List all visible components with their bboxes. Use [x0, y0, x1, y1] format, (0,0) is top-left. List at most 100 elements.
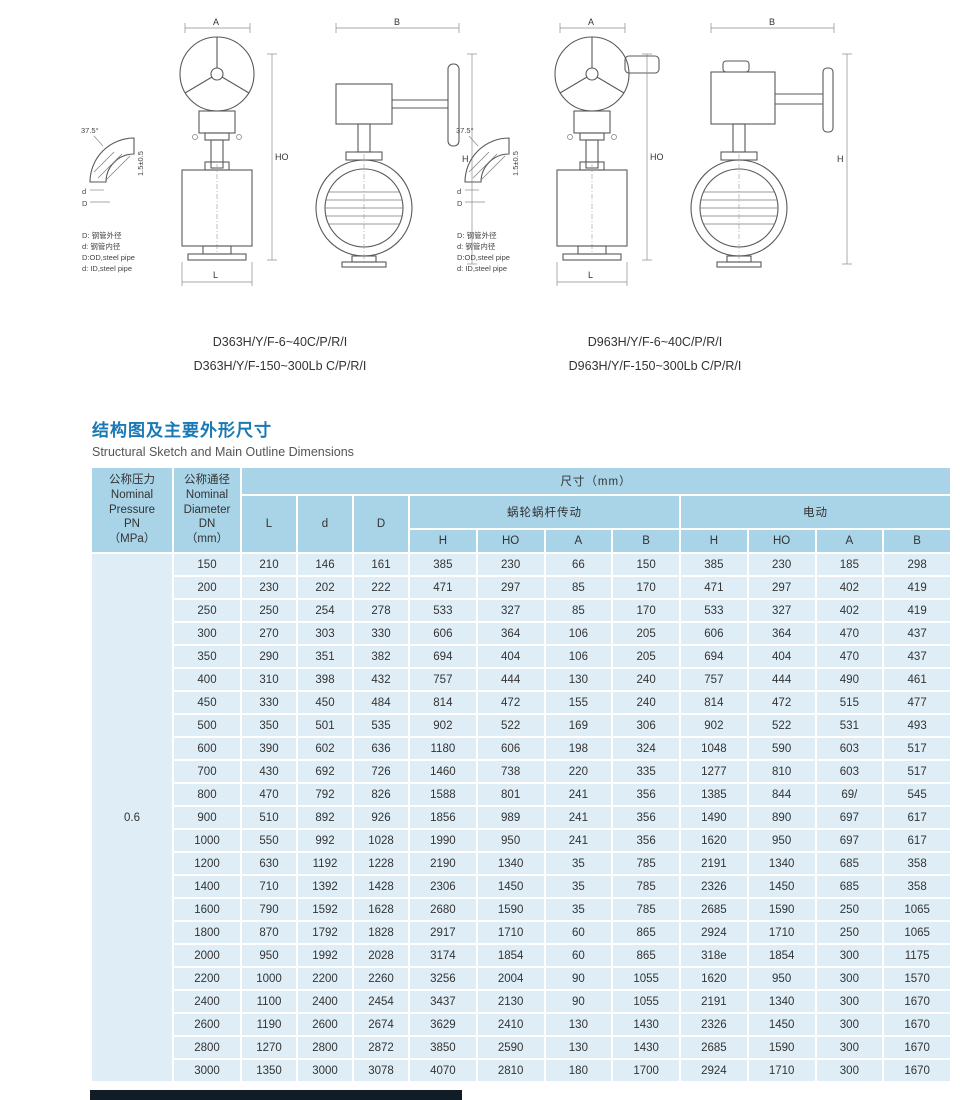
dim-cell: 169 [545, 715, 612, 736]
model-caption: D363H/Y/F-6~40C/P/R/I [212, 335, 348, 349]
dn-header-cell: 公称通径 Nominal Diameter DN （mm） [174, 468, 240, 552]
dim-L-label: L [588, 270, 593, 280]
dim-cell: 60 [545, 945, 612, 966]
dim-cell: 2400 [298, 991, 352, 1012]
dim-cell: 3850 [410, 1037, 476, 1058]
dim-cell: 2924 [681, 922, 747, 943]
dim-cell: 726 [354, 761, 408, 782]
note-cn-od: D: 钢管外径 [457, 230, 497, 240]
dim-cell: 1192 [298, 853, 352, 874]
dim-cell: 602 [298, 738, 352, 759]
dim-cell: 230 [748, 554, 815, 575]
dim-cell: 697 [816, 830, 883, 851]
dim-cell: 757 [681, 669, 747, 690]
side-view: B H [315, 17, 477, 268]
outer-dia-label: D [457, 199, 463, 208]
dim-cell: 205 [613, 646, 679, 667]
dim-cell: 358 [884, 853, 950, 874]
dim-cell: 85 [545, 577, 612, 598]
dim-cell: 617 [884, 830, 950, 851]
dim-cell: 146 [298, 554, 352, 575]
dim-cell: 1620 [681, 968, 747, 989]
dim-cell: 1055 [613, 968, 679, 989]
dim-cell: 2190 [410, 853, 476, 874]
dim-cell: 1180 [410, 738, 476, 759]
figure-gear-valve: 37.5° 1.5±0.5 d D D: 钢管外径 d: 钢管内径 D:OD,s… [80, 14, 480, 379]
dim-cell: 510 [242, 807, 296, 828]
dim-cell: 989 [477, 807, 544, 828]
dim-cell: 300 [816, 945, 883, 966]
dim-cell: 926 [354, 807, 408, 828]
dim-cell: 865 [613, 945, 679, 966]
dim-cell: 250 [816, 922, 883, 943]
dim-cell: 324 [613, 738, 679, 759]
dim-cell: 270 [242, 623, 296, 644]
dim-cell: 2191 [681, 991, 747, 1012]
dim-cell: 1856 [410, 807, 476, 828]
dim-cell: 300 [816, 968, 883, 989]
dim-cell: 202 [298, 577, 352, 598]
dim-cell: 298 [884, 554, 950, 575]
dim-cell: 785 [613, 876, 679, 897]
dim-cell: 1710 [748, 1060, 815, 1081]
dim-cell: 1828 [354, 922, 408, 943]
dim-cell: 278 [354, 600, 408, 621]
dn-cell: 150 [174, 554, 240, 575]
dim-cell: 350 [242, 715, 296, 736]
dim-cell: 1065 [884, 899, 950, 920]
dim-cell: 1277 [681, 761, 747, 782]
dim-cell: 351 [298, 646, 352, 667]
dim-cell: 694 [410, 646, 476, 667]
dim-cell: 870 [242, 922, 296, 943]
dim-cell: 801 [477, 784, 544, 805]
dim-cell: 2326 [681, 876, 747, 897]
dim-cell: 1670 [884, 991, 950, 1012]
dim-cell: 606 [681, 623, 747, 644]
table-header: 公称压力 Nominal Pressure PN （MPa） 公称通径 Nomi… [92, 468, 950, 552]
pipe-notes: D: 钢管外径 d: 钢管内径 D:OD,steel pipe d: ID,st… [457, 230, 510, 273]
dim-cell: 3629 [410, 1014, 476, 1035]
col-header-D: D [354, 496, 408, 552]
dim-cell: 531 [816, 715, 883, 736]
dim-cell: 603 [816, 761, 883, 782]
dim-cell: 1430 [613, 1014, 679, 1035]
dim-cell: 358 [884, 876, 950, 897]
tolerance-label: 1.5±0.5 [136, 151, 145, 176]
dim-cell: 241 [545, 830, 612, 851]
dim-cell: 950 [748, 830, 815, 851]
dim-cell: 335 [613, 761, 679, 782]
dim-cell: 1228 [354, 853, 408, 874]
dim-cell: 2004 [477, 968, 544, 989]
dim-cell: 785 [613, 853, 679, 874]
dim-cell: 470 [242, 784, 296, 805]
dim-H-label: H [462, 154, 469, 164]
angle-label: 37.5° [81, 126, 99, 135]
note-en-id: d: ID,steel pipe [82, 264, 132, 273]
dim-cell: 992 [298, 830, 352, 851]
dim-cell: 694 [681, 646, 747, 667]
dim-cell: 1670 [884, 1060, 950, 1081]
dim-L-label: L [213, 270, 218, 280]
col-header-elec-A: A [816, 530, 883, 552]
dim-cell: 170 [613, 577, 679, 598]
dim-cell: 515 [816, 692, 883, 713]
dim-cell: 35 [545, 899, 612, 920]
dim-cell: 1385 [681, 784, 747, 805]
dim-cell: 710 [242, 876, 296, 897]
dn-cell: 600 [174, 738, 240, 759]
pipe-section-detail: 37.5° 1.5±0.5 d D [456, 126, 520, 208]
dim-cell: 419 [884, 600, 950, 621]
dim-cell: 1710 [748, 922, 815, 943]
dim-cell: 69/ [816, 784, 883, 805]
figure-electric-valve: 37.5° 1.5±0.5 d D D: 钢管外径 d: 钢管内径 D:OD,s… [455, 14, 855, 379]
dim-cell: 419 [884, 577, 950, 598]
dim-cell: 1430 [613, 1037, 679, 1058]
dim-cell: 402 [816, 600, 883, 621]
dim-A-label: A [213, 17, 219, 27]
dim-cell: 550 [242, 830, 296, 851]
